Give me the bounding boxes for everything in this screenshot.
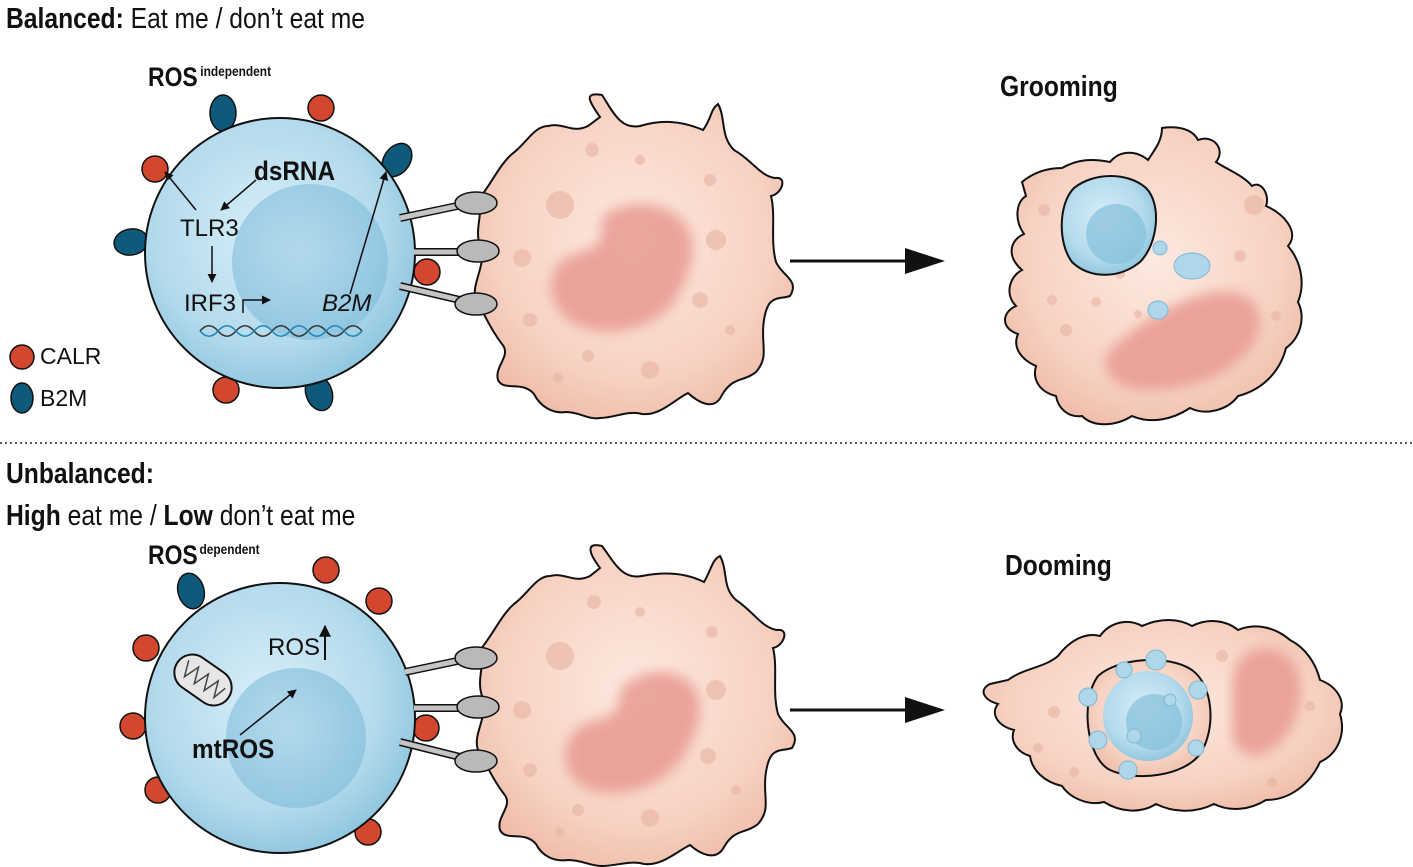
irf3-label: IRF3 <box>184 290 237 317</box>
bottom-process-arrow <box>790 697 945 723</box>
calr-marker <box>132 634 160 662</box>
top-receptors <box>399 191 500 316</box>
calr-marker <box>365 587 393 615</box>
ros-inner-label: ROS <box>268 634 321 661</box>
legend-calr-swatch <box>9 344 35 370</box>
dsrna-label: dsRNA <box>254 156 336 186</box>
bottom-receptors <box>399 646 500 773</box>
high-label: High <box>6 500 61 532</box>
eat-me-label: eat me / <box>67 500 157 532</box>
dooming-macrophage <box>982 619 1343 812</box>
ros-superscript: independent <box>200 63 272 79</box>
calr-marker <box>312 556 340 584</box>
top-macrophage <box>473 93 794 420</box>
bottom-heading-line2: High eat me / Low don’t eat me <box>6 502 355 531</box>
top-heading-rest: Eat me / don’t eat me <box>130 3 365 35</box>
bottom-heading-line1: Unbalanced: <box>6 458 154 490</box>
b2m-marker <box>176 572 206 610</box>
tlr3-label: TLR3 <box>180 215 239 242</box>
low-label: Low <box>163 500 213 532</box>
ros-superscript: dependent <box>199 541 260 557</box>
calr-marker <box>307 94 335 122</box>
calr-marker <box>412 714 440 742</box>
dna-helix <box>199 325 363 337</box>
b2m-gene-label: B2M <box>322 290 372 317</box>
bottom-target-cell <box>119 556 440 854</box>
ros-main: ROS <box>148 62 198 92</box>
bottom-macrophage <box>475 544 796 867</box>
legend-calr-label: CALR <box>40 343 102 369</box>
calr-marker <box>413 258 441 286</box>
calr-marker <box>141 155 169 183</box>
macrophage-nucleus <box>550 203 693 332</box>
top-process-arrow <box>790 248 945 274</box>
legend-b2m-label: B2M <box>40 385 88 411</box>
target-nucleus <box>226 668 366 808</box>
dont-eat-me-label: don’t eat me <box>219 500 356 532</box>
dooming-label: Dooming <box>1005 550 1112 582</box>
macrophage-nucleus <box>565 671 700 794</box>
mitochondrion <box>173 653 233 707</box>
top-target-cell <box>113 94 441 412</box>
b2m-marker <box>209 94 237 132</box>
target-nucleus <box>232 184 388 340</box>
ros-main: ROS <box>148 540 198 570</box>
calr-marker <box>119 712 147 740</box>
legend-b2m-swatch <box>10 382 34 414</box>
grooming-label: Grooming <box>1000 71 1118 103</box>
grooming-macrophage <box>1004 126 1303 426</box>
mtros-label: mtROS <box>192 734 275 764</box>
top-heading-bold: Balanced: <box>6 3 124 35</box>
top-heading: Balanced: Eat me / don’t eat me <box>6 5 365 34</box>
